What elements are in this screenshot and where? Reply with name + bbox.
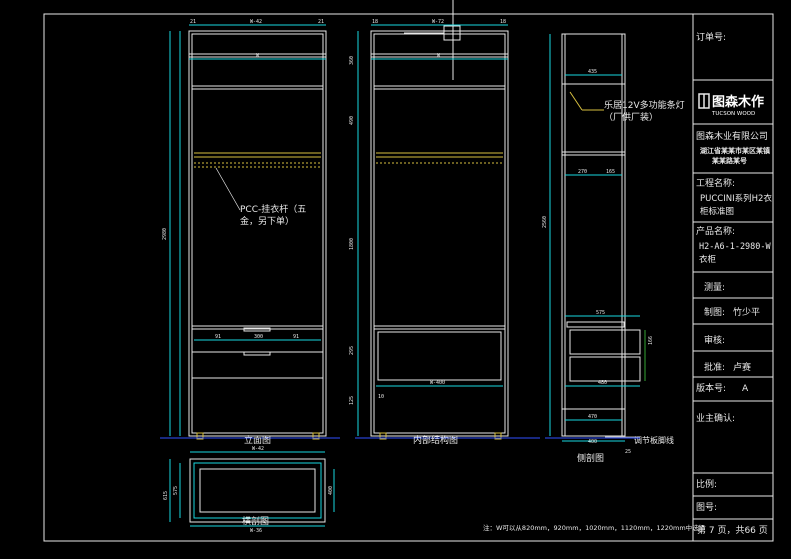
address-line-1: 湖江省某某市某区某镇 xyxy=(700,146,770,155)
light-annotation-line-2: （厂供厂装） xyxy=(604,111,658,123)
product-value-2: 衣柜 xyxy=(699,254,717,265)
dim-2560: 2560 xyxy=(542,216,548,228)
review-label: 审核: xyxy=(704,334,725,346)
elevation-view-title: 立面图 xyxy=(244,434,271,446)
dim-w-72: W-72 xyxy=(432,19,444,25)
cross-section-title: 横剖图 xyxy=(242,515,269,527)
dim-10: 10 xyxy=(378,394,384,400)
width-note: 注：W可以从820mm，920mm，1020mm，1120mm，1220mm中选… xyxy=(483,523,706,532)
rod-annotation-line-1: PCC-挂衣杆（五 xyxy=(240,203,306,215)
dim-w-36: W-36 xyxy=(250,528,262,534)
dim-270: 270 xyxy=(578,169,587,175)
title-block: 订单号: 图森木作 TUCSON WOOD 图森木业有限公司 湖江省某某市某区某… xyxy=(693,31,773,536)
project-label: 工程名称: xyxy=(696,177,735,189)
version-label: 版本号: xyxy=(696,382,726,394)
dim-300: 300 xyxy=(254,334,263,340)
dim-575-cross: 575 xyxy=(173,486,179,495)
dim-400-side: 400 xyxy=(588,439,597,445)
dim-615: 615 xyxy=(163,491,169,500)
dim-166: 166 xyxy=(648,336,654,345)
scale-label: 比例: xyxy=(696,478,717,490)
dim-2980: 2980 xyxy=(162,228,168,240)
company-logo: 图森木作 TUCSON WOOD xyxy=(698,93,764,117)
dim-575: 575 xyxy=(596,310,605,316)
drawn-value: 竹少平 xyxy=(733,306,760,318)
dim-w-400: W-400 xyxy=(430,380,445,386)
dim-36-b: 18 xyxy=(500,19,506,25)
dim-w-interior: W xyxy=(437,53,441,59)
dim-w-42-cross: W-42 xyxy=(252,446,264,452)
product-value-1: H2-A6-1-2980-W xyxy=(699,242,772,252)
dim-w-42: W-42 xyxy=(250,19,262,25)
measure-label: 测量: xyxy=(704,282,725,293)
dim-interior-3: 1800 xyxy=(349,238,355,250)
interior-view-title: 内部结构图 xyxy=(413,434,458,446)
approve-label: 批准: xyxy=(704,361,725,373)
dim-91-a: 91 xyxy=(215,334,221,340)
drawn-label: 制图: xyxy=(704,306,725,318)
dim-400-cross: 400 xyxy=(328,486,334,495)
dim-36-a: 18 xyxy=(372,19,378,25)
project-value-2: 柜标准图 xyxy=(700,206,734,217)
drawing-frame xyxy=(43,13,774,542)
dim-480: 480 xyxy=(598,380,607,386)
project-value-1: PUCCINI系列H2衣 xyxy=(700,193,772,204)
dim-165: 165 xyxy=(606,169,615,175)
product-label: 产品名称: xyxy=(696,225,735,237)
company-name: 图森木业有限公司 xyxy=(696,130,768,142)
rod-annotation-line-2: 金，另下单） xyxy=(240,215,294,227)
dim-interior-5: 125 xyxy=(349,396,355,405)
dim-18-b: 21 xyxy=(318,19,324,25)
adjust-annotation: 调节板脚线 xyxy=(634,435,674,445)
interior-view: 360 490 1800 295 125 W-72 18 18 W W-400 … xyxy=(349,0,540,446)
logo-en: TUCSON WOOD xyxy=(711,111,755,117)
version-value: A xyxy=(742,384,749,394)
dim-w-elev: W xyxy=(256,53,260,59)
approve-value: 卢赛 xyxy=(733,361,751,373)
dim-91-b: 91 xyxy=(293,334,299,340)
dim-435: 435 xyxy=(588,69,597,75)
address-line-2: 某某路某号 xyxy=(711,156,747,165)
side-section-view: 2560 435 270 165 575 480 470 400 166 乐居1… xyxy=(542,33,685,464)
dim-470: 470 xyxy=(588,414,597,420)
dim-interior-4: 295 xyxy=(349,346,355,355)
logo-cn: 图森木作 xyxy=(712,94,764,110)
elevation-view: 2980 W-42 21 21 W 91 300 91 PCC-挂衣杆（五 金，… xyxy=(160,19,340,446)
dim-25: 25 xyxy=(625,449,631,455)
owner-confirm-label: 业主确认: xyxy=(696,412,735,424)
page-label: 第 7 页，共66 页 xyxy=(697,524,768,536)
side-section-title: 侧剖图 xyxy=(577,452,604,464)
order-no-label: 订单号: xyxy=(696,31,726,43)
dim-interior-1: 360 xyxy=(349,56,355,65)
drawing-no-label: 图号: xyxy=(696,502,717,513)
cross-section-view: W-42 W-36 615 575 400 横剖图 xyxy=(163,446,335,534)
dim-interior-2: 490 xyxy=(349,116,355,125)
light-annotation-line-1: 乐居12V多功能条灯 xyxy=(604,99,685,111)
dim-18-a: 21 xyxy=(190,19,196,25)
